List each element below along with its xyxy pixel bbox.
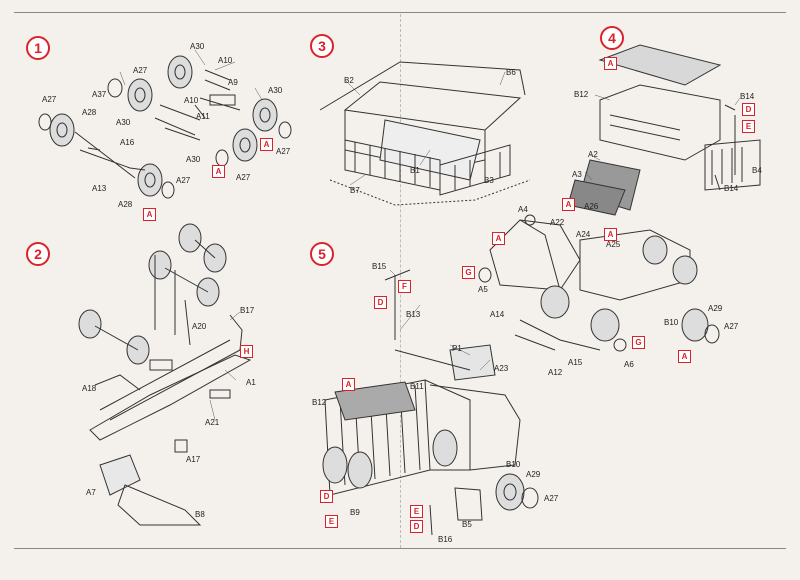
ref-box-f: F bbox=[398, 280, 411, 293]
label-a12: A12 bbox=[548, 368, 563, 377]
label-b16: B16 bbox=[438, 535, 453, 544]
label-a28: A28 bbox=[118, 200, 133, 209]
label-b5: B5 bbox=[462, 520, 472, 529]
label-b14: B14 bbox=[724, 184, 739, 193]
ref-box-d: D bbox=[374, 296, 387, 309]
ref-box-a: A bbox=[492, 232, 505, 245]
label-b6: B6 bbox=[506, 68, 516, 77]
step-badge-2: 2 bbox=[26, 242, 50, 266]
step5-truck bbox=[322, 269, 539, 536]
ref-box-h: H bbox=[240, 345, 253, 358]
label-a27: A27 bbox=[42, 95, 57, 104]
label-a27: A27 bbox=[133, 66, 148, 75]
step4-truck bbox=[478, 44, 761, 352]
label-a26: A26 bbox=[584, 202, 599, 211]
label-b3: B3 bbox=[484, 176, 494, 185]
label-b1: B1 bbox=[410, 166, 420, 175]
ref-box-g: G bbox=[632, 336, 645, 349]
ref-box-d: D bbox=[320, 490, 333, 503]
label-a14: A14 bbox=[490, 310, 505, 319]
step1-wheels bbox=[38, 55, 292, 199]
label-a3: A3 bbox=[572, 170, 582, 179]
label-b12: B12 bbox=[312, 398, 327, 407]
ref-box-a: A bbox=[260, 138, 273, 151]
label-a9: A9 bbox=[228, 78, 238, 87]
label-b8: B8 bbox=[195, 510, 205, 519]
label-b13: B13 bbox=[406, 310, 421, 319]
step-badge-1: 1 bbox=[26, 36, 50, 60]
label-a1: A1 bbox=[246, 378, 256, 387]
label-a30: A30 bbox=[268, 86, 283, 95]
label-p1: P1 bbox=[452, 344, 462, 353]
label-a30: A30 bbox=[190, 42, 205, 51]
bottom-rule bbox=[14, 548, 786, 549]
ref-box-e: E bbox=[325, 515, 338, 528]
label-a13: A13 bbox=[92, 184, 107, 193]
step-badge-4: 4 bbox=[600, 26, 624, 50]
label-b14: B14 bbox=[740, 92, 755, 101]
label-a21: A21 bbox=[205, 418, 220, 427]
label-b11: B11 bbox=[410, 382, 424, 391]
ref-box-a: A bbox=[604, 57, 617, 70]
label-a30: A30 bbox=[116, 118, 131, 127]
label-a10: A10 bbox=[184, 96, 199, 105]
label-a27: A27 bbox=[176, 176, 191, 185]
label-a6: A6 bbox=[624, 360, 634, 369]
label-a17: A17 bbox=[186, 455, 201, 464]
top-rule bbox=[14, 12, 786, 13]
label-b7: B7 bbox=[350, 186, 360, 195]
label-b4: B4 bbox=[752, 166, 762, 175]
label-a25: A25 bbox=[606, 240, 621, 249]
ref-box-e: E bbox=[742, 120, 755, 133]
label-b12: B12 bbox=[574, 90, 589, 99]
label-b10: B10 bbox=[506, 460, 521, 469]
label-a10: A10 bbox=[218, 56, 233, 65]
ref-box-a: A bbox=[212, 165, 225, 178]
ref-box-g: G bbox=[462, 266, 475, 279]
label-b2: B2 bbox=[344, 76, 354, 85]
label-a27: A27 bbox=[236, 173, 251, 182]
ref-box-d: D bbox=[410, 520, 423, 533]
label-a5: A5 bbox=[478, 285, 488, 294]
step-badge-3: 3 bbox=[310, 34, 334, 58]
label-a37: A37 bbox=[92, 90, 107, 99]
label-a27: A27 bbox=[724, 322, 739, 331]
ref-box-e: E bbox=[410, 505, 423, 518]
ref-box-a: A bbox=[342, 378, 355, 391]
label-a28: A28 bbox=[82, 108, 97, 117]
label-a4: A4 bbox=[518, 205, 528, 214]
ref-box-d: D bbox=[742, 103, 755, 116]
label-a29: A29 bbox=[708, 304, 723, 313]
label-a20: A20 bbox=[192, 322, 207, 331]
label-a24: A24 bbox=[576, 230, 591, 239]
label-a15: A15 bbox=[568, 358, 583, 367]
ref-box-a: A bbox=[143, 208, 156, 221]
label-a2: A2 bbox=[588, 150, 598, 159]
ref-box-a: A bbox=[562, 198, 575, 211]
label-b17: B17 bbox=[240, 306, 255, 315]
label-a29: A29 bbox=[526, 470, 541, 479]
ref-box-a: A bbox=[678, 350, 691, 363]
label-a7: A7 bbox=[86, 488, 96, 497]
label-a27: A27 bbox=[276, 147, 291, 156]
label-b15: B15 bbox=[372, 262, 387, 271]
label-b9: B9 bbox=[350, 508, 360, 517]
step2-chassis bbox=[78, 223, 252, 526]
label-b10: B10 bbox=[664, 318, 679, 327]
label-a30: A30 bbox=[186, 155, 201, 164]
label-a22: A22 bbox=[550, 218, 565, 227]
label-a18: A18 bbox=[82, 384, 97, 393]
ref-box-a: A bbox=[604, 228, 617, 241]
label-a11: A11 bbox=[196, 112, 210, 121]
label-a16: A16 bbox=[120, 138, 135, 147]
label-a27: A27 bbox=[544, 494, 559, 503]
step-badge-5: 5 bbox=[310, 242, 334, 266]
label-a23: A23 bbox=[494, 364, 509, 373]
